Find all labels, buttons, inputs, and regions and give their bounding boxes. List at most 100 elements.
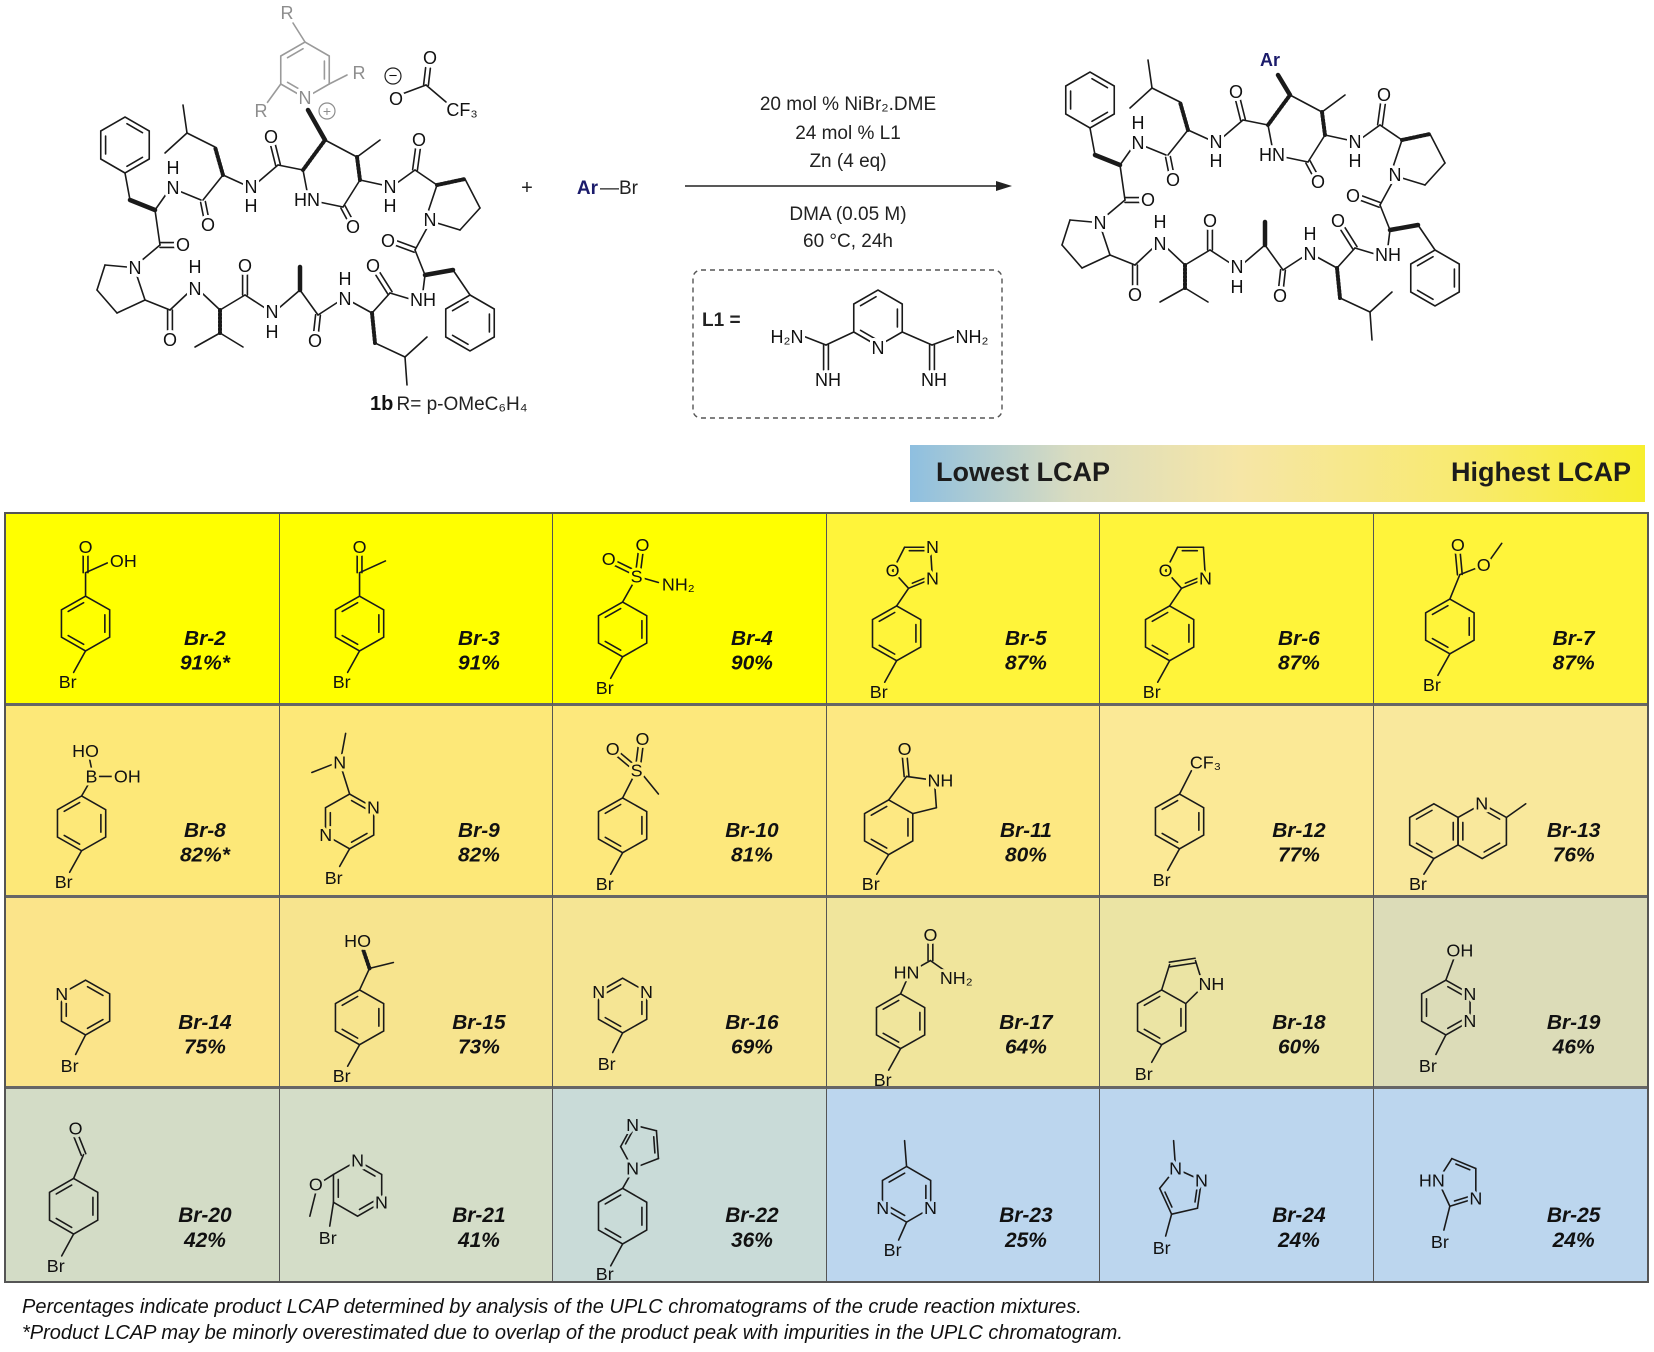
atom-label: HN xyxy=(893,962,919,982)
bond-line xyxy=(1174,1167,1203,1182)
compound-id: Br-10 xyxy=(725,819,779,842)
bond-line xyxy=(802,335,827,346)
atom-label: H xyxy=(339,269,352,289)
bond-line xyxy=(1178,769,1193,795)
atom-label: N xyxy=(1195,1171,1208,1191)
compound-id: Br-15 xyxy=(452,1011,506,1034)
lcap-color-legend: Lowest LCAP Highest LCAP xyxy=(910,445,1645,502)
atom-label: Br xyxy=(1153,1238,1171,1258)
aryl-substituent-label: Ar xyxy=(1260,50,1280,70)
bond-line xyxy=(86,985,104,996)
bond-line xyxy=(1242,119,1269,126)
atom-label: H xyxy=(1210,151,1223,171)
atom-label: O xyxy=(79,537,93,557)
atom-label: O xyxy=(1346,186,1360,206)
atom-label: N xyxy=(1199,569,1212,589)
bond-line xyxy=(877,611,895,623)
bond-line xyxy=(895,587,909,607)
compound-lcap: 36% xyxy=(731,1229,773,1252)
condition-reductant: Zn (4 eq) xyxy=(809,151,886,172)
bond-line xyxy=(604,1194,622,1205)
aromatic-ring xyxy=(60,978,111,1036)
compound-lcap: 46% xyxy=(1551,1035,1594,1058)
bond-line xyxy=(340,1028,358,1039)
bond-line xyxy=(154,209,161,246)
legend-lowest-label: Lowest LCAP xyxy=(936,457,1111,487)
bond-line xyxy=(305,107,328,143)
bond-line xyxy=(1275,72,1293,98)
compound-lcap: 90% xyxy=(731,652,773,675)
atom-label: B xyxy=(86,766,98,786)
bond-line xyxy=(604,803,622,814)
compound-lcap: 81% xyxy=(731,843,773,866)
atom-label: NH₂ xyxy=(939,968,972,988)
atom-label: N xyxy=(319,825,332,845)
aromatic-ring xyxy=(597,1187,648,1246)
bond-line xyxy=(244,294,266,309)
atom-label: N xyxy=(640,981,653,1001)
bond-line xyxy=(136,275,146,301)
bond-line xyxy=(451,334,469,346)
atom-label: H xyxy=(1154,212,1167,232)
compound-id: Br-22 xyxy=(725,1204,779,1227)
atom-label: N xyxy=(351,1151,364,1171)
atom-label: N xyxy=(266,302,279,322)
aromatic-ring xyxy=(1409,249,1461,307)
bond-line xyxy=(1168,956,1196,963)
bond-line xyxy=(1320,110,1327,137)
atom-label: N xyxy=(339,289,352,309)
bond-line xyxy=(635,745,639,763)
atom-label: H xyxy=(1231,277,1244,297)
atom-label: N xyxy=(1349,132,1362,152)
bond-line xyxy=(154,192,168,211)
atom-label: N xyxy=(1463,1011,1476,1031)
bond-line xyxy=(1178,100,1190,132)
bond-line xyxy=(1431,604,1449,616)
bond-line xyxy=(905,753,910,777)
bond-line xyxy=(316,1173,334,1186)
bond-line xyxy=(1387,222,1421,233)
bond-line xyxy=(887,1206,905,1217)
bond-line xyxy=(422,274,426,292)
atom-label: O xyxy=(1273,286,1287,306)
bond-line xyxy=(302,169,308,192)
bond-line xyxy=(905,775,935,781)
bond-line xyxy=(77,1133,87,1155)
bond-line xyxy=(63,834,81,845)
bond-line xyxy=(310,763,333,774)
bond-line xyxy=(1209,249,1231,264)
atom-label: O xyxy=(423,48,437,68)
atom-label: O xyxy=(636,729,650,749)
bond-line xyxy=(416,147,422,172)
bond-line xyxy=(929,546,933,580)
bond-line xyxy=(1458,566,1481,576)
atom-label: HO xyxy=(344,931,371,951)
atom-label: Br xyxy=(596,874,614,894)
negative-charge-icon xyxy=(384,67,402,85)
bond-line xyxy=(1446,985,1464,996)
atom-label: N xyxy=(626,1115,639,1135)
bond-line xyxy=(1158,1167,1177,1190)
bond-line xyxy=(361,948,371,970)
atom-label: Br xyxy=(1430,1232,1448,1252)
atom-label: O xyxy=(176,235,190,255)
bond-line xyxy=(1264,244,1284,271)
atom-label: NH xyxy=(927,770,953,790)
bond-line xyxy=(1164,1191,1173,1209)
atom-label: NH xyxy=(410,290,436,310)
compound-id: Br-17 xyxy=(999,1011,1054,1034)
bond-line xyxy=(144,299,171,311)
bond-line xyxy=(67,634,85,646)
bond-line xyxy=(875,853,889,875)
atom-label: N xyxy=(1210,132,1223,152)
